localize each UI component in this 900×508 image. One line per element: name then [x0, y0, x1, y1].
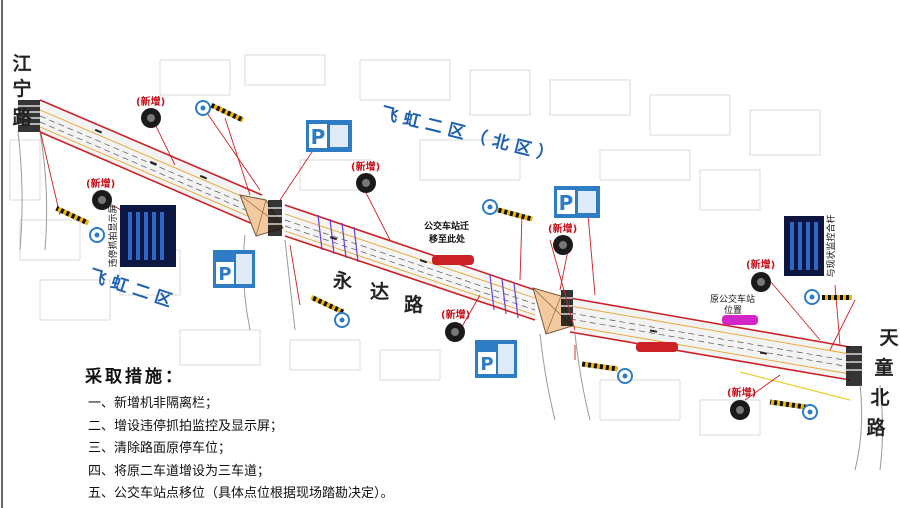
bus-stop-new-bar [432, 255, 474, 265]
road-name-west: 江 宁 路 [12, 53, 32, 129]
camera-icon [141, 108, 161, 128]
svg-text:P: P [311, 125, 326, 149]
new-tag: (新增) [351, 160, 380, 173]
road-char: 北 [870, 387, 889, 409]
camera-icon [92, 190, 112, 210]
new-tag: (新增) [86, 177, 115, 190]
sign-post-icon [334, 312, 350, 328]
sign-post-icon [195, 100, 211, 116]
display-screen-west [120, 205, 176, 267]
measure-item: 五、公交车站点移位（具体点位根据现场踏勘决定）。 [88, 486, 394, 501]
camera-icon [751, 272, 771, 292]
cameras [92, 108, 771, 420]
camera-icon [356, 173, 376, 193]
svg-text:P: P [480, 354, 493, 375]
cross-streets [17, 131, 883, 471]
west-display-label: 违停抓拍显示屏 [107, 204, 119, 267]
bus-stop-bar-east [636, 342, 678, 352]
road-name-main: 永 达 路 [332, 269, 424, 316]
road-name-east: 天 童 北 路 [866, 327, 899, 439]
road-char: 童 [874, 356, 893, 379]
measure-item: 二、增设违停抓拍监控及显示屏； [88, 418, 284, 434]
isolation-barriers [55, 103, 852, 410]
road-char: 江 [12, 53, 31, 75]
sign-post-icon [804, 289, 820, 305]
round-signs [89, 100, 820, 420]
sign-post-icon [89, 227, 105, 243]
new-tag: (新增) [136, 95, 165, 108]
bus-original-line2: 位置 [724, 304, 742, 316]
display-screen-east [784, 216, 824, 276]
measure-item: 四、将原二车道增设为三车道； [88, 463, 271, 479]
parking-signs: P P P P [213, 120, 600, 378]
lane-arrows [94, 128, 768, 355]
crosswalk-stripes [18, 105, 862, 371]
bus-moved-line2: 移至此处 [429, 233, 466, 245]
parking-sign-icon: P [213, 250, 255, 288]
callout-lines [39, 109, 856, 401]
parking-sign-icon: P [475, 340, 517, 378]
road-char: 路 [12, 106, 32, 129]
road-char: 宁 [12, 77, 31, 100]
road-char: 永 [332, 269, 353, 292]
east-display-label: 与现状监控合杆 [825, 214, 837, 277]
parking-sign-icon: P [554, 186, 600, 218]
road-char: 达 [370, 280, 389, 303]
sign-post-icon [802, 404, 818, 420]
road-lower-segment [569, 297, 851, 401]
new-tag: (新增) [548, 222, 577, 235]
camera-icon [553, 235, 573, 255]
bus-original-line1: 原公交车站 [710, 293, 755, 305]
camera-icon [445, 322, 465, 342]
sign-post-icon [482, 199, 498, 215]
road-char: 路 [404, 293, 424, 316]
bus-moved-line1: 公交车站迁 [424, 220, 469, 232]
area-label-south: 飞 虹 二 区 [86, 266, 174, 312]
svg-text:P: P [218, 264, 231, 285]
measure-item: 三、清除路面原停车位； [88, 441, 232, 456]
road-char: 天 [879, 327, 899, 349]
measure-item: 一、新增机非隔离栏； [88, 396, 219, 411]
original-bus-stop-bar [722, 315, 758, 325]
sign-post-icon [617, 368, 633, 384]
road-upper-segment [39, 99, 290, 238]
new-tag: (新增) [441, 308, 470, 321]
new-tags: (新增) (新增) (新增) (新增) (新增) (新增) (新增) [86, 95, 775, 399]
measures-title: 采取措施： [85, 367, 185, 387]
new-tag: (新增) [746, 258, 775, 271]
svg-text:P: P [559, 191, 574, 215]
road-middle-segment [284, 204, 536, 321]
area-label-north: 飞 虹 二 区 （ 北 区 ） [379, 102, 556, 165]
parking-sign-icon: P [306, 120, 352, 152]
measures-panel: 采取措施： 一、新增机非隔离栏； 二、增设违停抓拍监控及显示屏； 三、清除路面原… [60, 362, 560, 506]
new-tag: (新增) [727, 386, 756, 399]
road-char: 路 [866, 416, 886, 439]
camera-icon [730, 400, 750, 420]
